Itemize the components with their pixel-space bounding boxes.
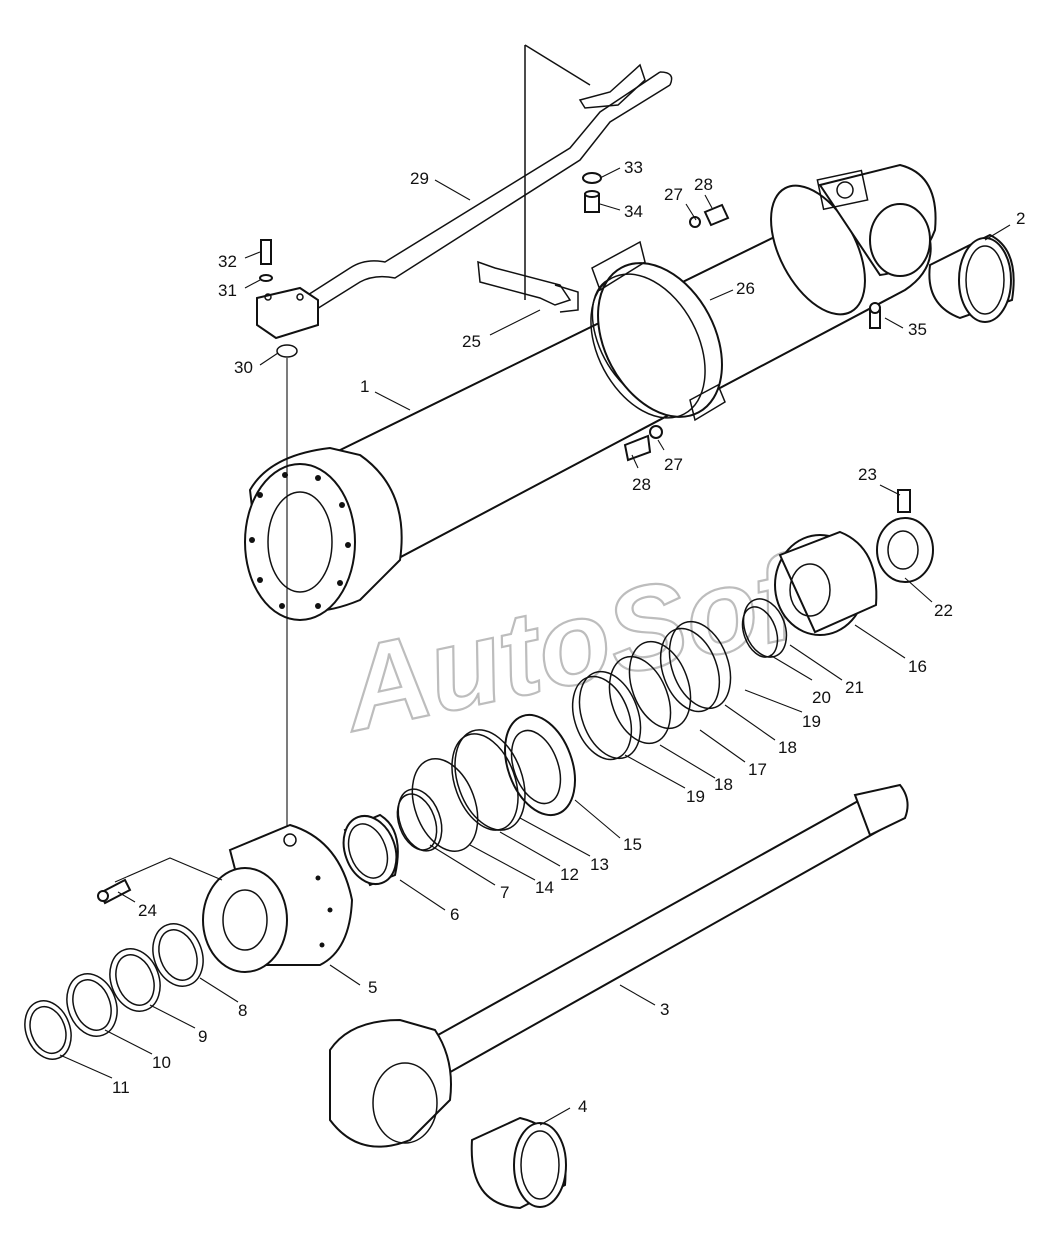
callout-12: 12 <box>560 865 579 884</box>
callout-19a: 19 <box>802 712 821 731</box>
leader-lines <box>59 167 1011 1126</box>
callout-4: 4 <box>578 1097 587 1116</box>
part-27-28-fasteners <box>623 203 730 462</box>
callout-29: 29 <box>410 169 429 188</box>
callout-7: 7 <box>500 883 509 902</box>
part-5-gland <box>114 823 354 973</box>
part-23-screw <box>897 489 911 513</box>
seal-rings-8-11 <box>24 923 204 1060</box>
callout-22: 22 <box>934 601 953 620</box>
callout-18b: 18 <box>714 775 733 794</box>
callout-28b: 28 <box>632 475 651 494</box>
part-24-bolt <box>97 878 132 905</box>
callout-3: 3 <box>660 1000 669 1019</box>
callout-28a: 28 <box>694 175 713 194</box>
part-29-pipe <box>299 63 673 313</box>
callout-30: 30 <box>234 358 253 377</box>
part-33-34-fasteners <box>582 172 602 213</box>
callout-14: 14 <box>535 878 554 897</box>
part-6-bushing <box>342 813 399 887</box>
part-26-clamp <box>590 240 726 422</box>
part-16-piston <box>774 530 878 636</box>
callout-9: 9 <box>198 1027 207 1046</box>
callout-1: 1 <box>360 377 369 396</box>
callout-35: 35 <box>908 320 927 339</box>
callout-27b: 27 <box>664 455 683 474</box>
callout-25: 25 <box>462 332 481 351</box>
callout-6: 6 <box>450 905 459 924</box>
callout-20: 20 <box>812 688 831 707</box>
seal-rings <box>396 598 788 853</box>
callout-23: 23 <box>858 465 877 484</box>
callout-16: 16 <box>908 657 927 676</box>
callout-33: 33 <box>624 158 643 177</box>
part-2-bushing <box>928 233 1015 323</box>
part-30-32-block <box>256 239 319 830</box>
callout-27a: 27 <box>664 185 683 204</box>
callout-2: 2 <box>1016 209 1025 228</box>
callout-15: 15 <box>623 835 642 854</box>
callout-labels: 1 2 3 4 5 6 7 8 9 10 11 12 13 14 15 16 1… <box>112 158 1025 1116</box>
callout-10: 10 <box>152 1053 171 1072</box>
callout-24: 24 <box>138 901 157 920</box>
callout-17: 17 <box>748 760 767 779</box>
watermark-text: AutoSoft <box>329 523 851 757</box>
part-22-nut <box>876 517 934 583</box>
part-4-bushing <box>470 1116 567 1210</box>
callout-26: 26 <box>736 279 755 298</box>
callout-19b: 19 <box>686 787 705 806</box>
part-35-nipple <box>869 302 881 329</box>
part-3-piston-rod <box>329 783 909 1148</box>
callout-18a: 18 <box>778 738 797 757</box>
callout-8: 8 <box>238 1001 247 1020</box>
callout-5: 5 <box>368 978 377 997</box>
callout-31: 31 <box>218 281 237 300</box>
callout-34: 34 <box>624 202 643 221</box>
part-25-bracket <box>477 44 591 313</box>
callout-11: 11 <box>112 1078 130 1097</box>
callout-21: 21 <box>845 678 864 697</box>
callout-32: 32 <box>218 252 237 271</box>
callout-13: 13 <box>590 855 609 874</box>
